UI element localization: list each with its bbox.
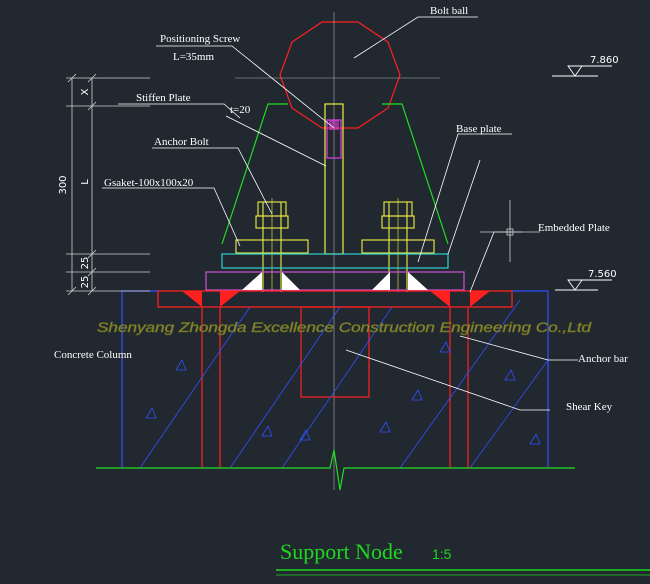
embedded-plate-welds <box>182 291 490 307</box>
elevation-marker-base <box>555 279 612 291</box>
elevation-base: 7.560 <box>588 269 617 280</box>
label-positioning-screw: Positioning Screw <box>160 33 240 45</box>
base-welds <box>242 272 428 290</box>
concrete-column <box>121 290 549 468</box>
dim-l: L <box>80 179 91 185</box>
drawing-title: Support Node <box>280 539 403 564</box>
label-plate-thickness: t=20 <box>230 104 251 116</box>
label-stiffen-plate: Stiffen Plate <box>136 92 191 104</box>
dimension-chain <box>66 73 150 296</box>
ground-line <box>96 449 575 491</box>
label-base-plate: Base plate <box>456 123 502 135</box>
label-anchor-bolt: Anchor Bolt <box>154 136 209 148</box>
cursor-crosshair <box>480 200 540 262</box>
dim-seg1: 25 <box>80 257 91 270</box>
bolt-ball <box>279 21 401 129</box>
dim-seg2: 25 <box>80 276 91 289</box>
label-bolt-ball: Bolt ball <box>430 5 468 17</box>
anchor-bolt-left <box>235 198 309 292</box>
base-plate <box>205 271 465 291</box>
anchor-bars <box>201 307 469 468</box>
elevation-marker-top <box>552 65 612 77</box>
dim-x: X <box>80 88 91 95</box>
shear-key <box>300 306 370 398</box>
company-watermark: Shenyang Zhongda Excellence Construction… <box>97 319 592 335</box>
concrete-aggregate <box>145 341 541 445</box>
screw-head <box>329 120 339 130</box>
label-anchor-bar: Anchor bar <box>578 353 628 365</box>
label-embedded-plate: Embedded Plate <box>538 222 610 234</box>
embedded-plate <box>157 290 513 308</box>
stiffen-plates <box>221 103 449 245</box>
label-screw-length: L=35mm <box>173 51 214 63</box>
elevation-top: 7.860 <box>590 55 619 66</box>
label-gasket: Gsaket-100x100x20 <box>104 177 194 189</box>
drawing-scale: 1:5 <box>432 546 452 562</box>
label-shear-key: Shear Key <box>566 401 613 413</box>
dim-total: 300 <box>58 175 69 194</box>
gasket-plate <box>221 253 449 269</box>
label-concrete-column: Concrete Column <box>54 349 132 361</box>
concrete-hatch <box>139 299 549 469</box>
leader-lines <box>102 16 578 411</box>
